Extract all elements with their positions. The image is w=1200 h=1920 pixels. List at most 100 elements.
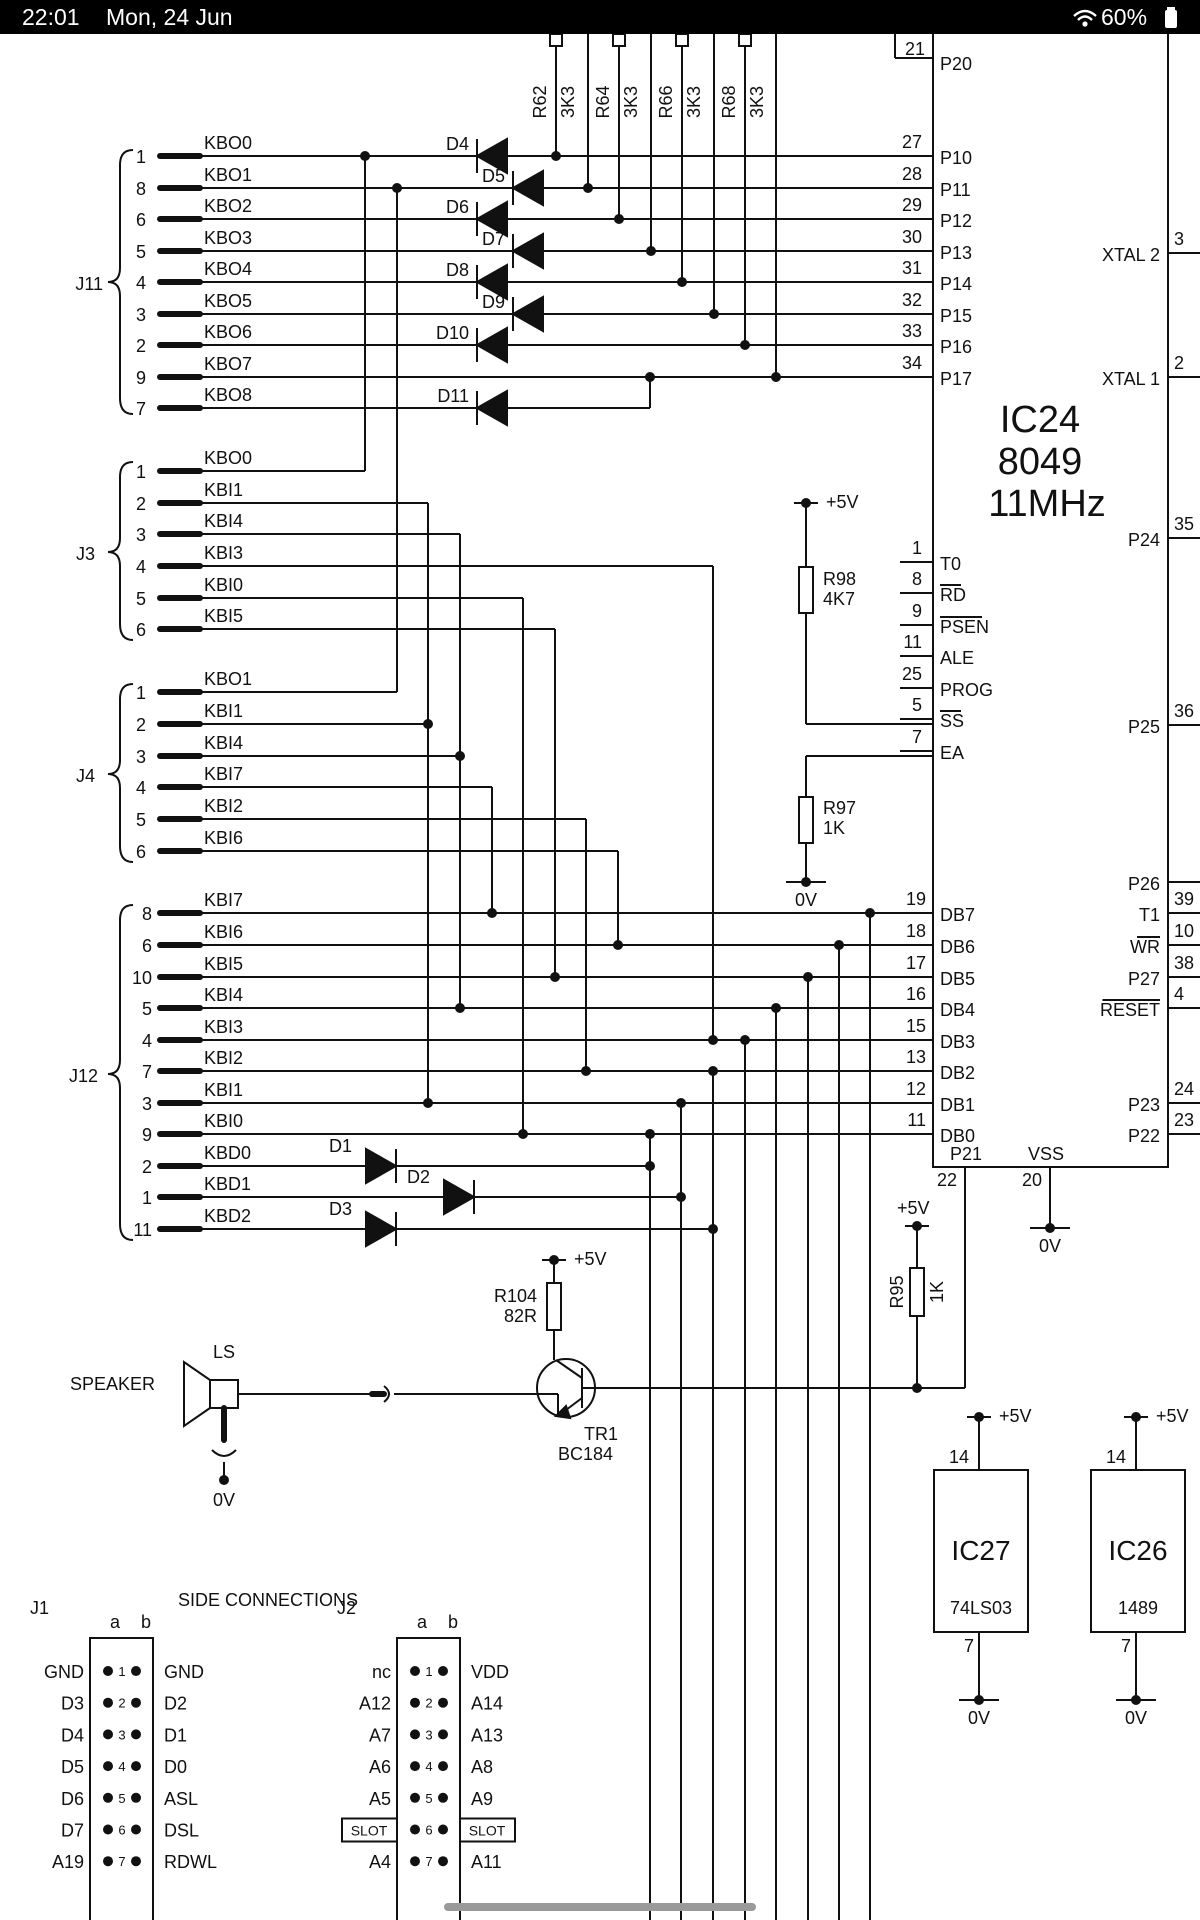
header-pin-dot [438, 1729, 448, 1740]
column-label: a [110, 1612, 121, 1632]
junction-dot [740, 340, 750, 350]
header-pin-b: DSL [164, 1821, 199, 1841]
header-pin-dot [131, 1792, 141, 1803]
connector-pin-number: 5 [136, 242, 146, 262]
connector-ref: J12 [69, 1066, 98, 1086]
connector-pin-number: 6 [136, 842, 146, 862]
ground-label: 0V [1039, 1236, 1061, 1256]
pin-number: 22 [937, 1170, 957, 1190]
header-pin-dot [131, 1729, 141, 1740]
pin-number: 18 [906, 921, 926, 941]
header-pin-b: GND [164, 1662, 204, 1682]
pin-number: 10 [1174, 921, 1194, 941]
supply-label: +5V [826, 492, 859, 512]
resistor-value: 4K7 [823, 589, 855, 609]
supply-label: +5V [1156, 1406, 1189, 1426]
signal-name: KBI7 [204, 890, 243, 910]
pin-name: EA [940, 743, 964, 763]
pin-number: 34 [902, 353, 922, 373]
signal-name: KBD2 [204, 1206, 251, 1226]
junction-dot [974, 1412, 984, 1422]
junction-dot [613, 940, 623, 950]
pin-name: P14 [940, 274, 972, 294]
pin-number: 20 [1022, 1170, 1042, 1190]
speaker-cone [183, 1360, 211, 1428]
header-pin-dot [410, 1792, 420, 1803]
pin-name: DB2 [940, 1063, 975, 1083]
signal-name: KBO0 [204, 448, 252, 468]
pin-number: 9 [912, 601, 922, 621]
plug-shape [383, 1385, 390, 1403]
header-row-number: 5 [425, 1791, 432, 1806]
pin-name: P21 [950, 1144, 982, 1164]
diode-ref: D2 [407, 1167, 430, 1187]
resistor-value: 1K [927, 1281, 947, 1303]
pin-name: P15 [940, 306, 972, 326]
connector-ref: J3 [76, 544, 95, 564]
resistor-body [546, 1282, 562, 1331]
connector-pin-number: 7 [142, 1062, 152, 1082]
pin-number: 4 [1174, 984, 1184, 1004]
pin-name: P25 [1128, 717, 1160, 737]
pin-name: P22 [1128, 1126, 1160, 1146]
connector-pin-number: 6 [142, 936, 152, 956]
junction-dot [583, 183, 593, 193]
header-row-number: 4 [425, 1759, 432, 1774]
pin-number: 7 [912, 727, 922, 747]
pin-name: P20 [940, 54, 972, 74]
diode-symbol [474, 326, 508, 364]
supply-label: +5V [897, 1198, 930, 1218]
header-pin-a: A6 [369, 1757, 391, 1777]
signal-name: KBI1 [204, 1080, 243, 1100]
signal-name: KBI3 [204, 543, 243, 563]
header-pin-a: A12 [359, 1694, 391, 1714]
resistor-ref: R68 [719, 85, 739, 118]
header-pin-dot [131, 1824, 141, 1835]
junction-dot [912, 1383, 922, 1393]
ic27-body [933, 1469, 1029, 1633]
header-pin-dot [438, 1824, 448, 1835]
header-pin-a: D3 [61, 1694, 84, 1714]
j2-ref: J2 [337, 1598, 356, 1618]
header-pin-b: A11 [471, 1852, 502, 1872]
resistor-body [675, 34, 689, 47]
connector-ref: J11 [75, 274, 103, 294]
pin-number: 12 [906, 1079, 926, 1099]
junction-dot [676, 1192, 686, 1202]
status-bar: 22:01 Mon, 24 Jun 60% [0, 0, 1200, 34]
pin-name: DB5 [940, 969, 975, 989]
ic24-part: 8049 [998, 441, 1083, 483]
header-row-number: 5 [118, 1791, 125, 1806]
header-pin-dot [438, 1856, 448, 1867]
signal-name: KBO6 [204, 322, 252, 342]
ground-label: 0V [968, 1708, 990, 1728]
resistor-value: 1K [823, 818, 845, 838]
header-pin-dot [410, 1856, 420, 1867]
signal-name: KBI0 [204, 1111, 243, 1131]
signal-name: KBI0 [204, 575, 243, 595]
resistor-value: 3K3 [684, 86, 704, 118]
battery-percent: 60% [1101, 4, 1148, 30]
connector-pin-number: 1 [136, 683, 146, 703]
header-pin-dot [438, 1761, 448, 1772]
active-low-label: PSEN [940, 617, 989, 637]
ground-label: 0V [795, 890, 817, 910]
ic24-ref: IC24 [1000, 399, 1080, 441]
home-indicator[interactable] [444, 1903, 756, 1911]
connector-ref: J4 [76, 766, 95, 786]
active-low-label: RESET [1100, 1000, 1160, 1020]
pin-number: 23 [1174, 1110, 1194, 1130]
junction-dot [865, 908, 875, 918]
pin-number: 27 [902, 132, 922, 152]
connector-pin-number: 2 [136, 715, 146, 735]
connector-pin-number: 1 [136, 147, 146, 167]
connector-pin-number: 8 [136, 179, 146, 199]
header-pin-a: D5 [61, 1757, 84, 1777]
junction-dot [771, 372, 781, 382]
diode-ref: D6 [446, 197, 469, 217]
pin-number: 17 [906, 953, 926, 973]
active-low-label: SS [940, 711, 964, 731]
resistor-body [798, 566, 814, 614]
header-pin-dot [131, 1697, 141, 1708]
ic27-part: 74LS03 [950, 1598, 1012, 1618]
